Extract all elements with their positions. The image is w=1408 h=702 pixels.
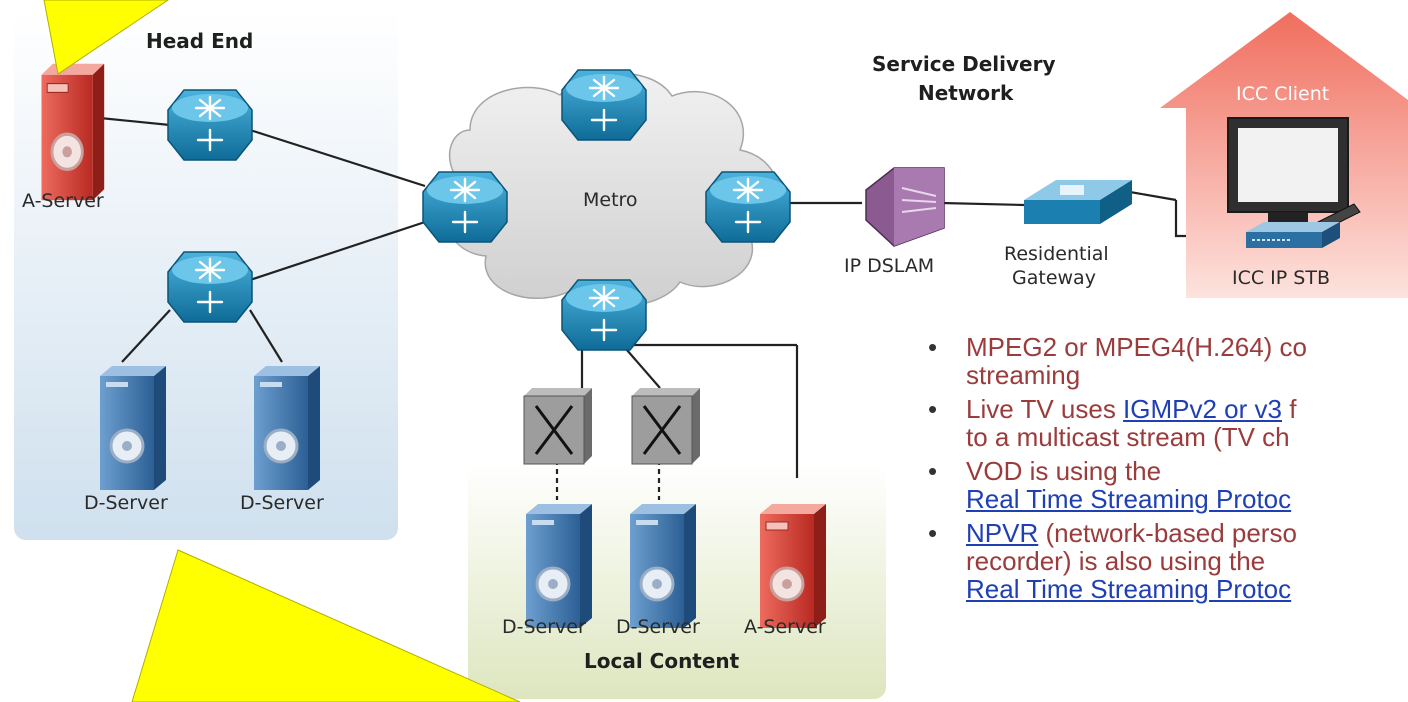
set-top-box-icon [1246, 222, 1340, 248]
residential-gateway-line2: Gateway [1012, 267, 1096, 289]
d-server-icon-2 [252, 364, 322, 492]
residential-gateway-icon [1024, 180, 1132, 224]
service-delivery-title-line1: Service Delivery [872, 52, 1056, 76]
metro-router-right [704, 170, 792, 244]
ip-dslam-label: IP DSLAM [844, 255, 934, 277]
switch-icon-2 [630, 386, 702, 466]
metro-router-left [421, 170, 509, 244]
local-d-server-icon-1 [524, 502, 594, 630]
a-server-icon [39, 62, 106, 202]
d-server-label-2: D-Server [240, 492, 324, 514]
residential-gateway-line1: Residential [1004, 243, 1109, 265]
bullet-link[interactable]: Real Time Streaming Protoc [966, 484, 1292, 514]
bullet-text: f [1281, 394, 1297, 424]
head-end-title: Head End [146, 29, 253, 53]
local-d-server-icon-2 [628, 502, 698, 630]
network-links [99, 116, 1246, 500]
metro-router-top [560, 68, 648, 142]
head-end-router-top [166, 88, 254, 162]
television-icon [1227, 117, 1349, 222]
bullet-text: to a multicast stream (TV ch [966, 422, 1290, 452]
bullet-item-2: Live TV uses IGMPv2 or v3 fto a multicas… [928, 395, 1408, 451]
local-d-server-label-1: D-Server [502, 616, 586, 638]
a-server-label: A-Server [22, 190, 104, 212]
local-a-server-icon [758, 502, 828, 630]
switch-icon-1 [522, 386, 594, 466]
highlight-triangle-bottom-left [131, 549, 521, 702]
bullet-link[interactable]: Real Time Streaming Protoc [966, 574, 1292, 604]
bullet-text: MPEG2 or MPEG4(H.264) co [966, 333, 1307, 362]
head-end-router-bottom [166, 250, 254, 324]
bullet-link[interactable]: IGMPv2 or v3 [1123, 394, 1282, 424]
local-d-server-label-2: D-Server [616, 616, 700, 638]
local-a-server-label: A-Server [744, 616, 826, 638]
d-server-label-1: D-Server [84, 492, 168, 514]
metro-router-bottom [560, 278, 648, 352]
service-delivery-title-line2: Network [918, 81, 1014, 105]
feature-bullet-list: MPEG2 or MPEG4(H.264) costreamingLive TV… [928, 333, 1408, 609]
icc-ip-stb-label: ICC IP STB [1232, 267, 1330, 289]
bullet-link[interactable]: NPVR [966, 518, 1039, 548]
icc-client-label: ICC Client [1236, 83, 1329, 105]
bullet-text: recorder) is also using the [966, 546, 1266, 576]
ip-dslam-icon [865, 167, 945, 247]
highlight-triangle-top-left [43, 0, 169, 75]
bullet-text: (network-based perso [1038, 518, 1297, 548]
bullet-text: streaming [966, 360, 1081, 390]
bullet-text: Live TV uses [966, 394, 1124, 424]
d-server-icon-1 [98, 364, 168, 492]
bullet-text: VOD is using the [966, 456, 1162, 486]
metro-label: Metro [583, 189, 638, 211]
local-content-title: Local Content [584, 649, 740, 673]
